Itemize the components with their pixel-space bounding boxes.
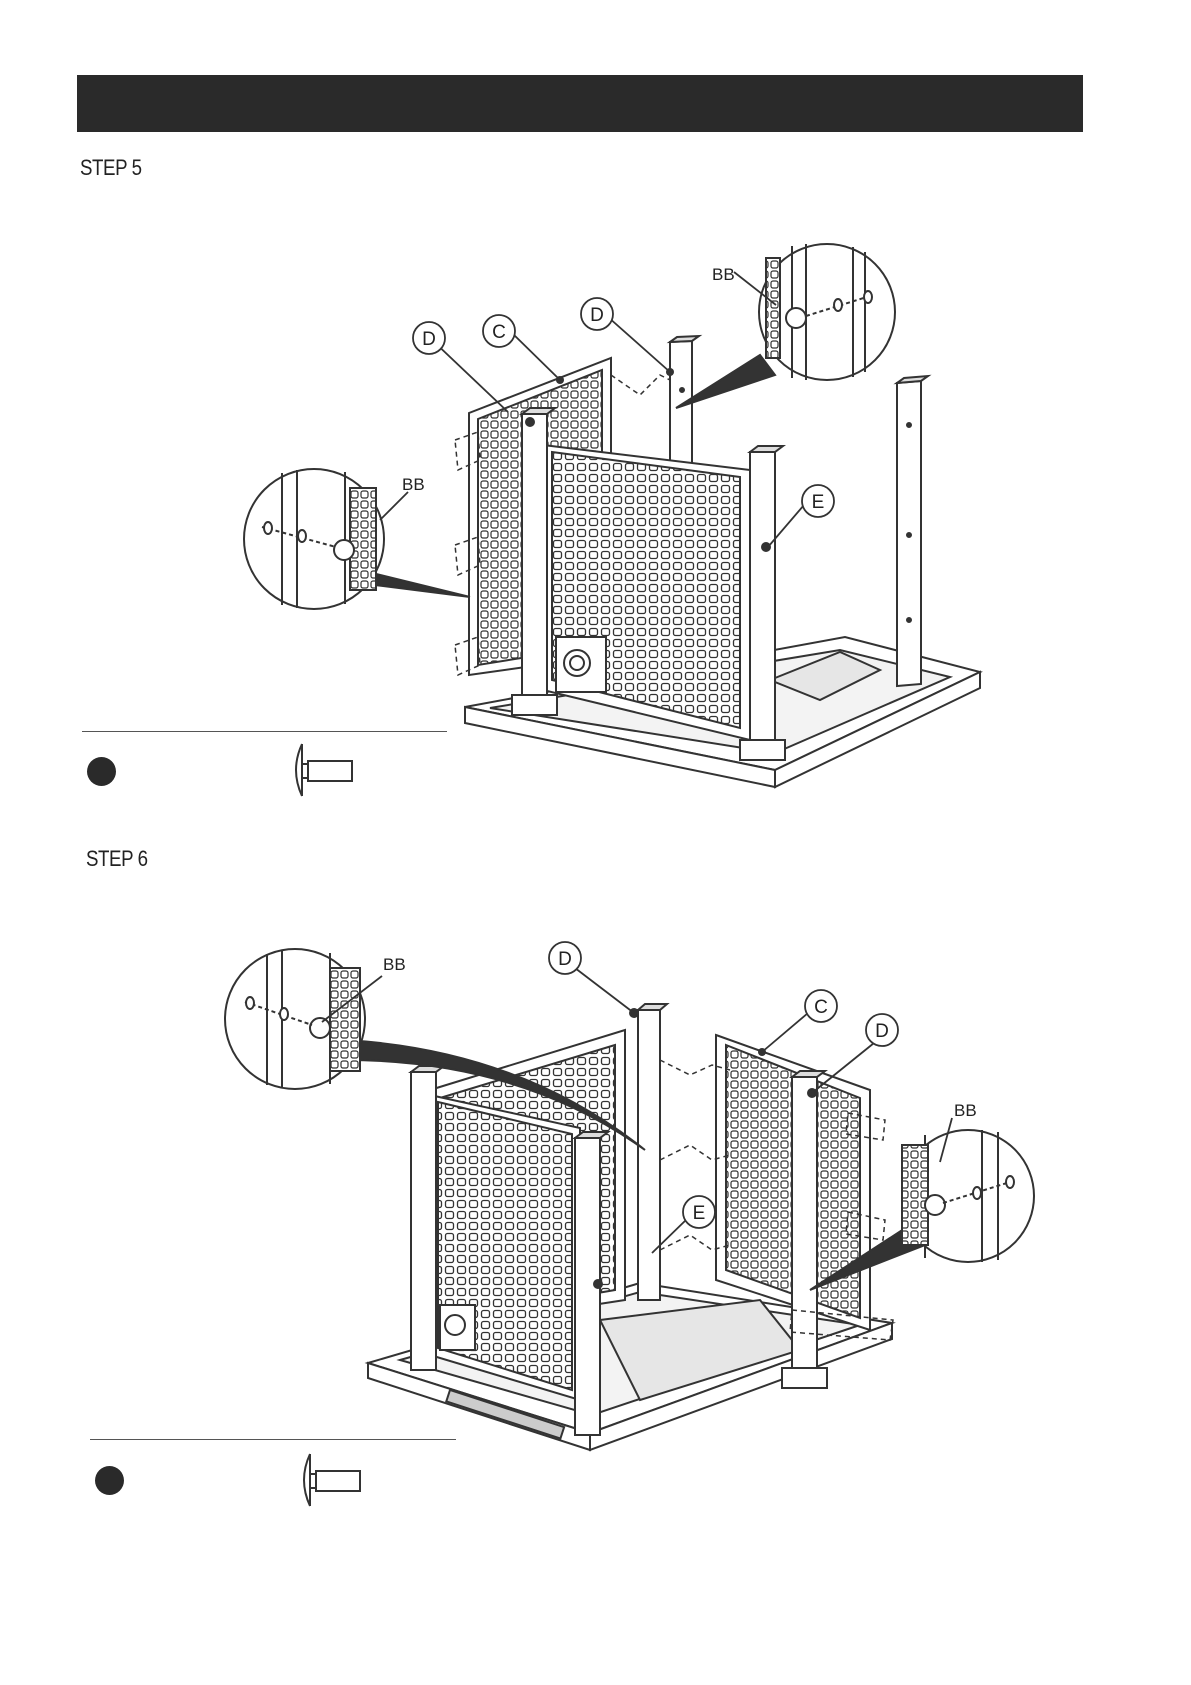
- callout-e-6: E: [693, 1203, 706, 1224]
- callout-c: C: [492, 322, 506, 343]
- callout-bb-left: BB: [402, 475, 425, 494]
- callout-d-right-6: D: [875, 1021, 889, 1042]
- callout-d-left-6: D: [558, 949, 572, 970]
- step-6-hardware-rule: [90, 1439, 456, 1440]
- post-back-right: [897, 376, 928, 686]
- panel-front-left: [430, 1095, 580, 1400]
- panel-front: [543, 445, 750, 740]
- bolt-icon: [296, 1450, 376, 1510]
- callout-bb-left-6: BB: [383, 955, 406, 974]
- callout-c-6: C: [814, 997, 828, 1018]
- callout-e: E: [812, 492, 825, 513]
- callout-d-right: D: [590, 305, 604, 326]
- step-6-title: STEP 6: [86, 846, 148, 872]
- step-5-hardware-bullet: [87, 757, 116, 786]
- step-5-hardware-rule: [82, 731, 447, 732]
- header-bar: [77, 75, 1083, 132]
- step-5-illustration: D C D E BB BB: [0, 230, 1191, 810]
- callout-d-left: D: [422, 329, 436, 350]
- zoom-callout-left: [244, 469, 470, 609]
- post-back-middle-6: [630, 1004, 667, 1300]
- callout-bb-top: BB: [712, 265, 735, 284]
- zoom-callout-right: [676, 244, 895, 408]
- step-6-illustration: D C D E BB BB: [0, 930, 1191, 1485]
- step-6-hardware-bullet: [95, 1466, 124, 1495]
- step-5-title: STEP 5: [80, 155, 142, 181]
- bolt-icon: [288, 740, 368, 800]
- callout-bb-right-6: BB: [954, 1101, 977, 1120]
